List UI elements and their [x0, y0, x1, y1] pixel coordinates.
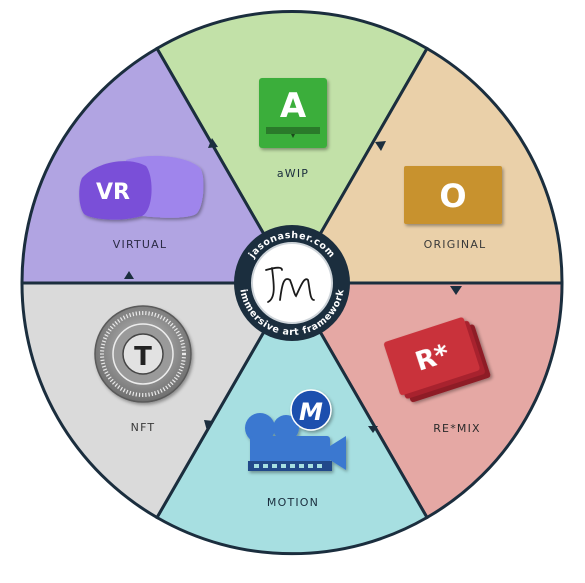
awip-badge-letter: A — [280, 86, 307, 126]
center-emblem[interactable]: jasonasher.com immersive art framework — [234, 225, 350, 341]
arrow-original-remix — [450, 286, 462, 295]
remix-label: RE*MIX — [433, 422, 481, 435]
a-badge-icon[interactable]: A — [259, 78, 327, 148]
segment-original[interactable] — [289, 46, 564, 285]
motion-label: MOTION — [267, 496, 319, 509]
nft-badge-letter: T — [134, 342, 152, 372]
awip-bar-pointer — [291, 134, 295, 138]
arrow-remix-motion — [368, 426, 378, 433]
motion-badge-letter: M — [299, 398, 323, 426]
nft-label: NFT — [131, 421, 156, 434]
virtual-badge-letter: VR — [96, 180, 130, 205]
film-perforations — [254, 464, 322, 468]
arrow-awip-original — [375, 141, 386, 151]
arrow-virtual-awip — [208, 138, 218, 148]
awip-progress-bar — [266, 127, 320, 134]
film-camera-icon[interactable]: M — [245, 389, 346, 471]
arrow-nft-virtual — [124, 271, 134, 279]
awip-label: aWIP — [277, 167, 309, 180]
original-badge-letter: O — [439, 177, 466, 215]
flow-arrows — [124, 138, 462, 433]
o-badge-icon[interactable]: O — [404, 166, 502, 224]
segment-remix[interactable] — [289, 281, 564, 520]
arrow-motion-nft — [204, 420, 214, 431]
vr-headset-icon[interactable]: VR — [79, 155, 204, 220]
monogram-signature — [265, 266, 315, 303]
remix-cards-icon[interactable]: R* — [383, 314, 491, 405]
original-label: ORIGINAL — [424, 238, 487, 251]
nft-coin-icon[interactable]: T — [94, 305, 192, 403]
virtual-label: VIRTUAL — [113, 238, 167, 251]
